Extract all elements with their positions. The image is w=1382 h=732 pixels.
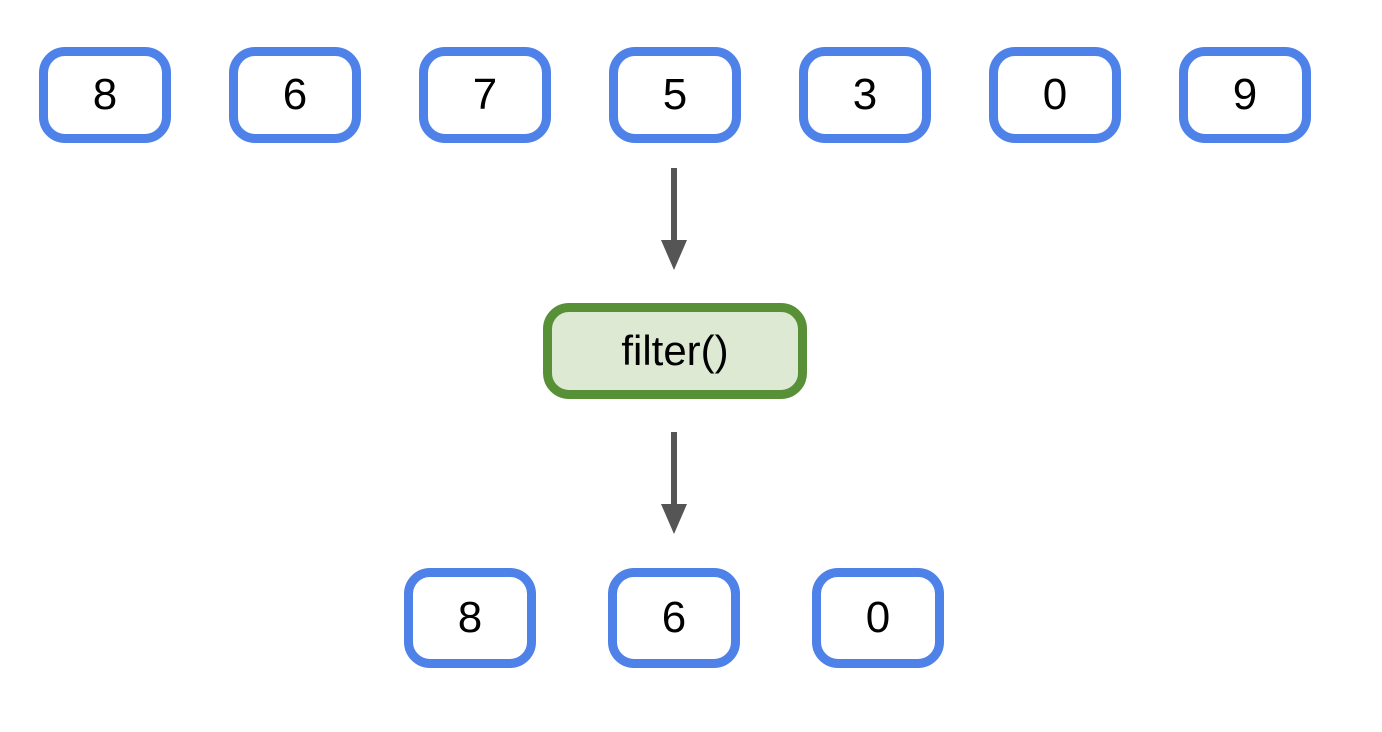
input-box: 6	[229, 47, 361, 143]
input-box: 7	[419, 47, 551, 143]
input-value: 7	[472, 70, 498, 119]
output-box: 6	[608, 568, 740, 668]
filter-operation-box: filter()	[543, 303, 807, 399]
input-row: 8 6 7 5 3 0 9	[39, 47, 1311, 143]
input-value: 3	[852, 70, 878, 119]
input-box: 3	[799, 47, 931, 143]
output-value: 0	[865, 593, 891, 642]
output-value: 6	[661, 593, 687, 642]
input-value: 5	[662, 70, 688, 119]
output-value: 8	[457, 593, 483, 642]
input-box: 5	[609, 47, 741, 143]
input-value: 8	[92, 70, 118, 119]
output-box: 0	[812, 568, 944, 668]
output-row: 8 6 0	[404, 568, 944, 668]
output-box: 8	[404, 568, 536, 668]
input-box: 0	[989, 47, 1121, 143]
arrow-input-to-filter	[661, 168, 687, 270]
input-box: 8	[39, 47, 171, 143]
input-value: 9	[1232, 70, 1258, 119]
arrow-filter-to-output	[661, 432, 687, 534]
input-box: 9	[1179, 47, 1311, 143]
input-value: 6	[282, 70, 308, 119]
filter-operation-label: filter()	[621, 327, 729, 374]
input-value: 0	[1042, 70, 1068, 119]
